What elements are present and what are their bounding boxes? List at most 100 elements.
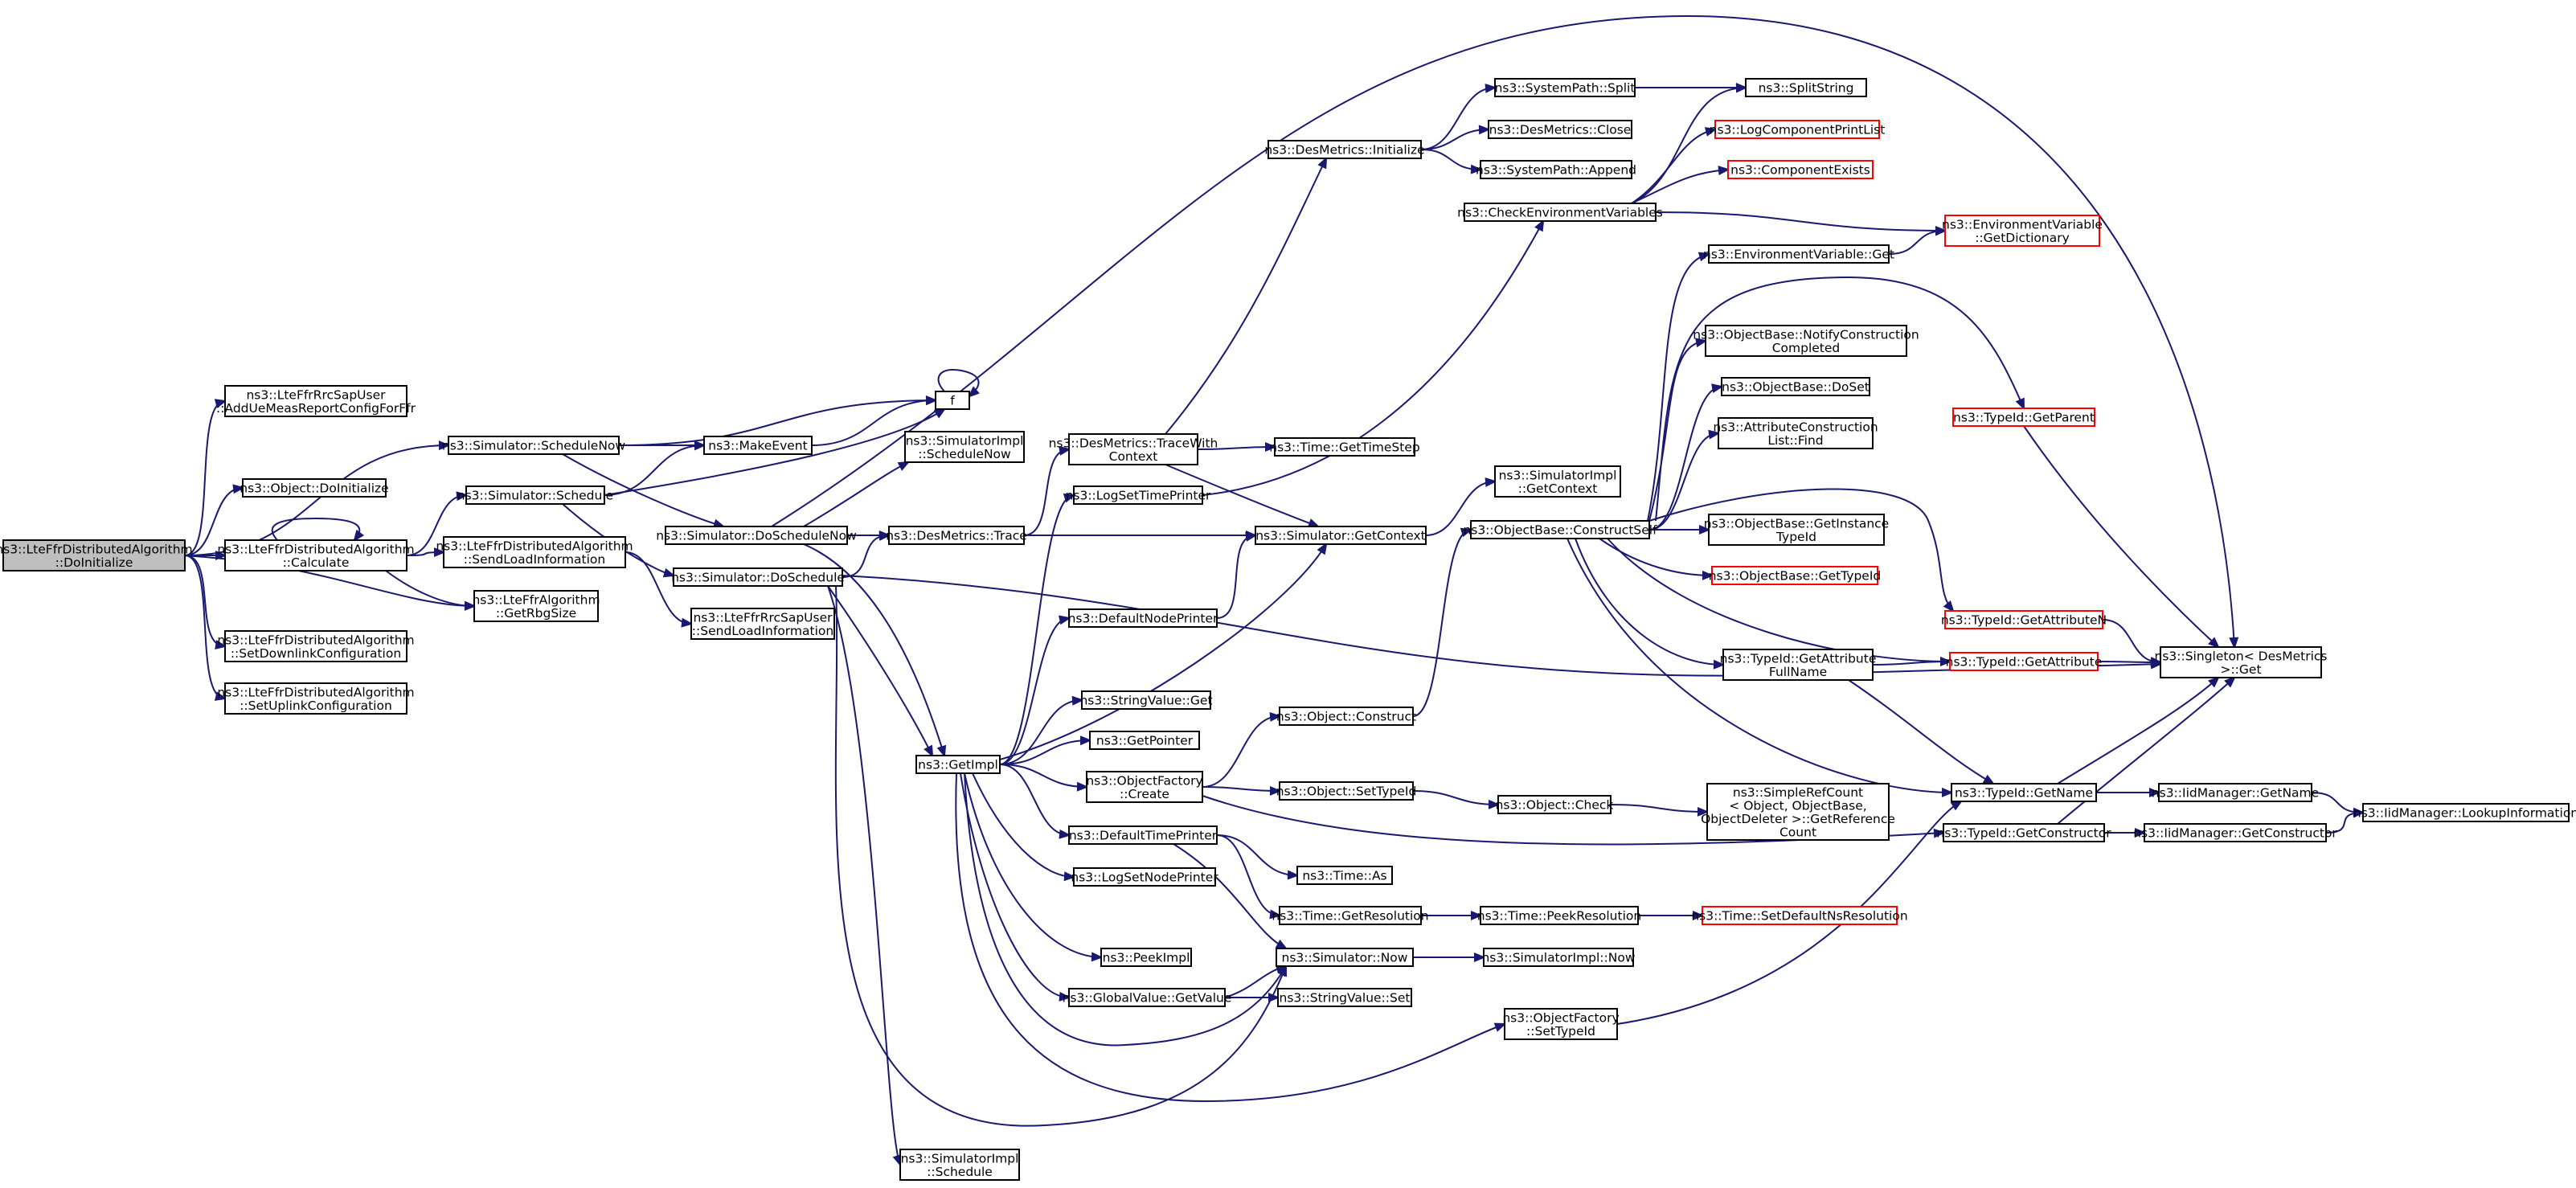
- node-get-attr[interactable]: ns3::TypeId::GetAttribute: [1946, 652, 2103, 671]
- node-schedule-now[interactable]: ns3::Simulator::ScheduleNow: [442, 436, 625, 455]
- node-get-impl[interactable]: ns3::GetImpl: [915, 755, 1001, 774]
- node-construct-self[interactable]: ns3::ObjectBase::ConstructSelf: [1463, 520, 1657, 539]
- node-iid-lookup[interactable]: ns3::IidManager::LookupInformation: [2353, 803, 2576, 822]
- node-type-id-get-parent[interactable]: ns3::TypeId::GetParent: [1952, 408, 2095, 427]
- edge-iid-get-constructor-to-iid-lookup: [2325, 808, 2365, 834]
- node-sim-impl-schedule[interactable]: ns3::SimulatorImpl::Schedule: [899, 1149, 1020, 1181]
- edge-check-env-vars-to-log-comp-print-list: [1631, 127, 1718, 204]
- node-log-comp-print-list[interactable]: ns3::LogComponentPrintList: [1710, 120, 1886, 139]
- node-type-id-get-constructor[interactable]: ns3::TypeId::GetConstructor: [1936, 823, 2111, 842]
- node-set-default-ns-res[interactable]: ns3::Time::SetDefaultNsResolution: [1691, 906, 1908, 925]
- node-box: [1951, 783, 2097, 802]
- node-add-ue-meas[interactable]: ns3::LteFfrRrcSapUser::AddUeMeasReportCo…: [216, 385, 416, 417]
- edge-sim-now-to-sim-impl-now: [1412, 952, 1486, 962]
- edge-get-impl-to-default-time-printer: [999, 764, 1071, 839]
- node-send-load-info[interactable]: ns3::LteFfrDistributedAlgorithm::SendLoa…: [436, 536, 633, 568]
- node-time-as[interactable]: ns3::Time::As: [1296, 866, 1393, 885]
- node-label: ns3::CheckEnvironmentVariables: [1457, 206, 1663, 220]
- node-obj-set-type-id[interactable]: ns3::Object::SetTypeId: [1276, 781, 1417, 801]
- node-obj-fact-create[interactable]: ns3::ObjectFactory::Create: [1086, 771, 1203, 803]
- node-do-schedule[interactable]: ns3::Simulator::DoSchedule: [671, 567, 845, 587]
- edge-des-trace-to-trace-with-ctx: [1023, 445, 1071, 536]
- node-des-trace[interactable]: ns3::DesMetrics::Trace: [886, 526, 1027, 545]
- edge-line: [1566, 538, 1952, 793]
- node-label: ns3::Time::GetTimeStep: [1269, 440, 1419, 455]
- node-obj-construct[interactable]: ns3::Object::Construct: [1276, 707, 1416, 726]
- node-notify-constr[interactable]: ns3::ObjectBase::NotifyConstructionCompl…: [1693, 325, 1919, 357]
- node-schedule[interactable]: ns3::Simulator::Schedule: [457, 485, 613, 505]
- edge-line: [999, 739, 1091, 765]
- node-iid-get-constructor[interactable]: ns3::IidManager::GetConstructor: [2133, 823, 2337, 842]
- node-box: [935, 391, 970, 410]
- edge-line: [1202, 786, 1280, 792]
- edge-arrowhead: [1091, 952, 1104, 962]
- node-label: ns3::Time::SetDefaultNsResolution: [1691, 909, 1907, 924]
- node-default-node-printer[interactable]: ns3::DefaultNodePrinter: [1068, 608, 1218, 628]
- node-get-pointer[interactable]: ns3::GetPointer: [1089, 731, 1200, 750]
- edge-get-impl-to-string-value-get: [999, 695, 1084, 765]
- node-type-id-get-name[interactable]: ns3::TypeId::GetName: [1951, 783, 2097, 802]
- node-peek-impl[interactable]: ns3::PeekImpl: [1100, 948, 1192, 967]
- edge-line: [999, 764, 1070, 836]
- node-set-ul[interactable]: ns3::LteFfrDistributedAlgorithm::SetUpli…: [217, 682, 415, 715]
- node-iid-get-name[interactable]: ns3::IidManager::GetName: [2152, 783, 2319, 802]
- node-time-get-time-step[interactable]: ns3::Time::GetTimeStep: [1269, 437, 1420, 457]
- node-comp-exists[interactable]: ns3::ComponentExists: [1727, 160, 1874, 179]
- node-env-var-get-dict[interactable]: ns3::EnvironmentVariable::GetDictionary: [1942, 215, 2103, 247]
- node-f[interactable]: f: [935, 391, 970, 410]
- node-obj-check[interactable]: ns3::Object::Check: [1496, 795, 1614, 814]
- node-label: ns3::TypeId::GetAttribute: [1946, 655, 2103, 670]
- node-label: ns3::SimpleRefCount: [1733, 785, 1863, 800]
- node-string-value-get[interactable]: ns3::StringValue::Get: [1079, 690, 1213, 710]
- node-des-init[interactable]: ns3::DesMetrics::Initialize: [1264, 140, 1425, 159]
- node-do-schedule-now[interactable]: ns3::Simulator::DoScheduleNow: [656, 526, 857, 545]
- node-do-set[interactable]: ns3::ObjectBase::DoSet: [1721, 377, 1870, 396]
- node-obj-do-init[interactable]: ns3::Object::DoInitialize: [240, 478, 389, 498]
- node-sys-path-append[interactable]: ns3::SystemPath::Append: [1476, 160, 1636, 179]
- node-gvget-value[interactable]: ns3::GlobalValue::GetValue: [1063, 988, 1232, 1007]
- node-sim-impl-schedule-now[interactable]: ns3::SimulatorImpl::ScheduleNow: [904, 431, 1025, 463]
- node-singleton-get[interactable]: ns3::Singleton< DesMetrics >::Get: [2155, 646, 2328, 678]
- node-check-env-vars[interactable]: ns3::CheckEnvironmentVariables: [1457, 203, 1663, 222]
- edge-obj-fact-create-to-obj-set-type-id: [1202, 785, 1282, 796]
- node-log-set-time-printer[interactable]: ns3::LogSetTimePrinter: [1066, 485, 1211, 505]
- node-set-dl[interactable]: ns3::LteFfrDistributedAlgorithm::SetDown…: [217, 630, 415, 662]
- edge-construct-self-to-get-attr-full-name: [1575, 538, 1726, 670]
- node-des-close[interactable]: ns3::DesMetrics::Close: [1488, 120, 1632, 139]
- node-split-string[interactable]: ns3::SplitString: [1745, 78, 1867, 97]
- node-default-time-printer[interactable]: ns3::DefaultTimePrinter: [1068, 825, 1218, 845]
- node-get-attr-n[interactable]: ns3::TypeId::GetAttributeN: [1941, 610, 2107, 629]
- node-simple-ref-count[interactable]: ns3::SimpleRefCount< Object, ObjectBase,…: [1701, 783, 1895, 841]
- node-obj-fact-set-type-id[interactable]: ns3::ObjectFactory::SetTypeId: [1502, 1008, 1620, 1040]
- node-label: ns3::SimulatorImpl::Now: [1481, 951, 1635, 965]
- node-sim-impl-get-ctx[interactable]: ns3::SimulatorImpl::GetContext: [1494, 465, 1621, 498]
- node-obget-type-id[interactable]: ns3::ObjectBase::GetTypeId: [1709, 566, 1882, 585]
- node-get-rbg-size[interactable]: ns3::LteFfrAlgorithm::GetRbgSize: [472, 590, 600, 622]
- node-sim-impl-now[interactable]: ns3::SimulatorImpl::Now: [1481, 948, 1636, 967]
- node-label: ns3::Time::As: [1302, 869, 1386, 883]
- edge-line: [1647, 253, 1710, 522]
- node-time-get-res[interactable]: ns3::Time::GetResolution: [1272, 906, 1429, 925]
- node-sim-now[interactable]: ns3::Simulator::Now: [1276, 948, 1414, 967]
- node-make-event[interactable]: ns3::MakeEvent: [703, 436, 813, 455]
- edge-line: [184, 555, 226, 699]
- node-log-set-node-printer[interactable]: ns3::LogSetNodePrinter: [1071, 867, 1218, 887]
- node-string-value-set[interactable]: ns3::StringValue::Set: [1277, 988, 1412, 1007]
- node-sys-path-split[interactable]: ns3::SystemPath::Split: [1494, 78, 1636, 97]
- node-sap-send-load[interactable]: ns3::LteFfrRrcSapUser::SendLoadInformati…: [690, 608, 835, 640]
- node-sim-get-context[interactable]: ns3::Simulator::GetContext: [1255, 526, 1427, 545]
- edge-arrowhead: [1460, 527, 1473, 538]
- node-label: ns3::TypeId::GetAttribute: [1720, 651, 1877, 666]
- node-root[interactable]: ns3::LteFfrDistributedAlgorithm::DoIniti…: [0, 539, 193, 571]
- edge-line: [1648, 488, 1954, 612]
- edge-trace-with-ctx-to-time-get-time-step: [1197, 442, 1277, 453]
- edge-arrowhead: [215, 640, 227, 649]
- node-env-var-get[interactable]: ns3::EnvironmentVariable::Get: [1703, 244, 1894, 264]
- edge-line: [1599, 538, 1713, 576]
- node-peek-res[interactable]: ns3::Time::PeekResolution: [1477, 906, 1641, 925]
- node-calculate[interactable]: ns3::LteFfrDistributedAlgorithm::Calcula…: [217, 539, 415, 571]
